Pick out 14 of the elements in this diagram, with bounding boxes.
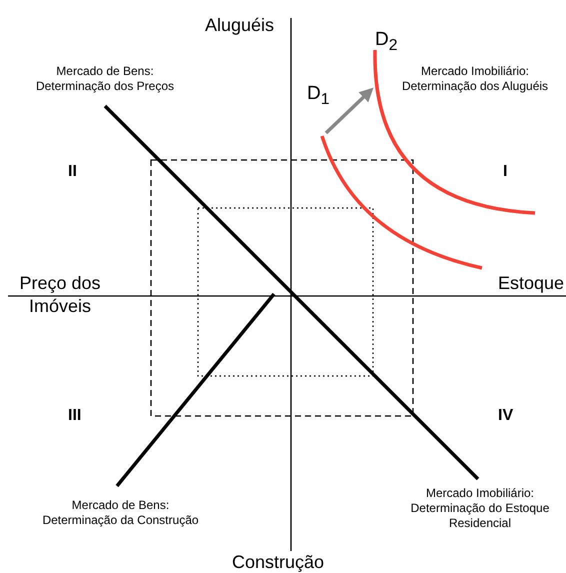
quadrant-numeral: IV	[498, 406, 514, 426]
quadrant-numeral: II	[68, 162, 77, 182]
axis-label: Aluguéis	[205, 14, 274, 36]
quadrant-title: Mercado de Bens: Determinação dos Preços	[34, 64, 176, 94]
curve-label: D$_{2}$	[375, 28, 398, 56]
quadrant-title: Mercado Imobiliário: Determinação do Estoque Residencial	[410, 486, 550, 531]
quadrant-numeral: III	[68, 406, 82, 426]
quadrant-title: Mercado Imobiliário: Determinação dos Aluguéis	[400, 64, 550, 94]
curve-label: D$_{1}$	[307, 82, 330, 110]
axis-label: Preço dos Imóveis	[18, 272, 102, 317]
quadrant-title: Mercado de Bens: Determinação da Construção	[41, 498, 200, 528]
quadrant-numeral: I	[503, 162, 508, 182]
axis-label: Construção	[232, 551, 324, 573]
axis-label: Estoque	[498, 272, 564, 294]
